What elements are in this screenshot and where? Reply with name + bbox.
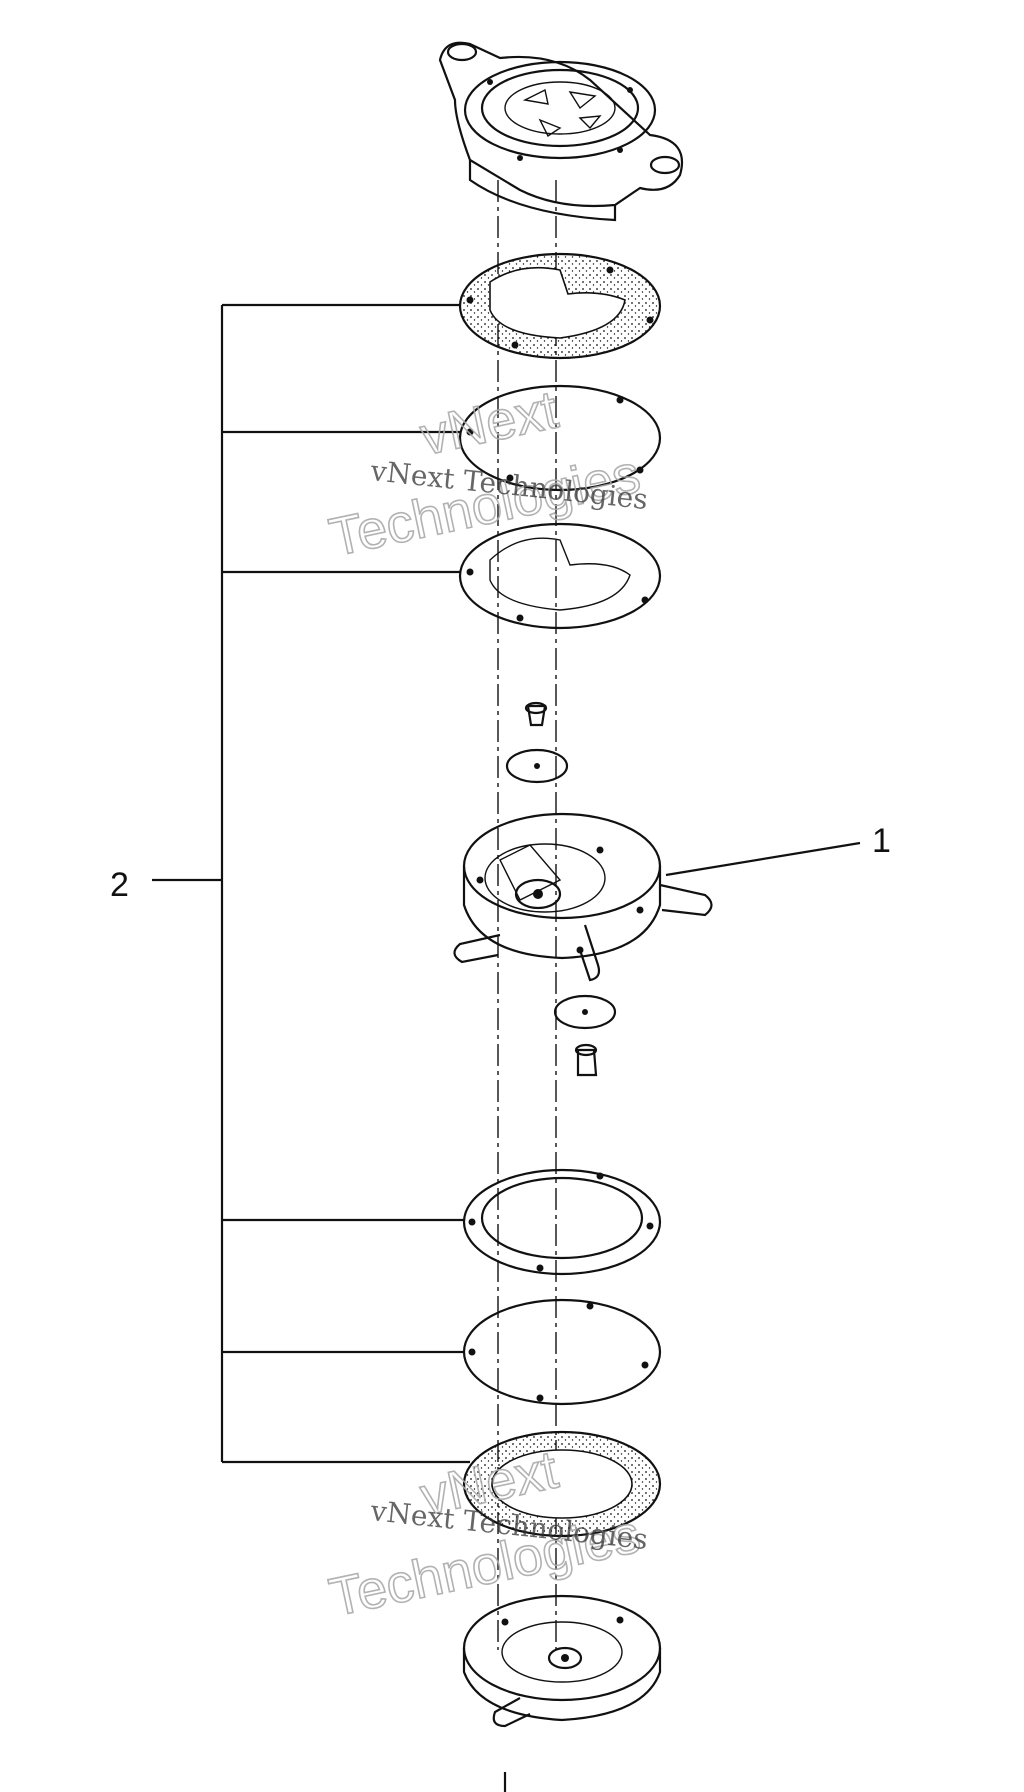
gasket-lower <box>462 1168 662 1276</box>
check-valve-lower <box>553 994 617 1077</box>
gasket-valve-plate <box>458 522 662 630</box>
pump-body <box>453 812 713 982</box>
check-valve-upper <box>505 701 569 784</box>
gasket-bottom-stippled <box>462 1430 662 1538</box>
diaphragm-upper <box>458 384 662 492</box>
svg-text:vNext: vNext <box>415 380 563 467</box>
callout-part-1: 1 <box>665 822 891 877</box>
gasket-upper-stippled <box>458 252 662 360</box>
callout-label-1: 1 <box>872 822 891 860</box>
diaphragm-lower <box>462 1298 662 1406</box>
pump-bottom-cover <box>462 1594 662 1792</box>
callout-label-2: 2 <box>110 866 129 904</box>
pump-top-cover <box>438 41 684 222</box>
callout-part-2-bracket: 2 <box>110 303 470 1464</box>
